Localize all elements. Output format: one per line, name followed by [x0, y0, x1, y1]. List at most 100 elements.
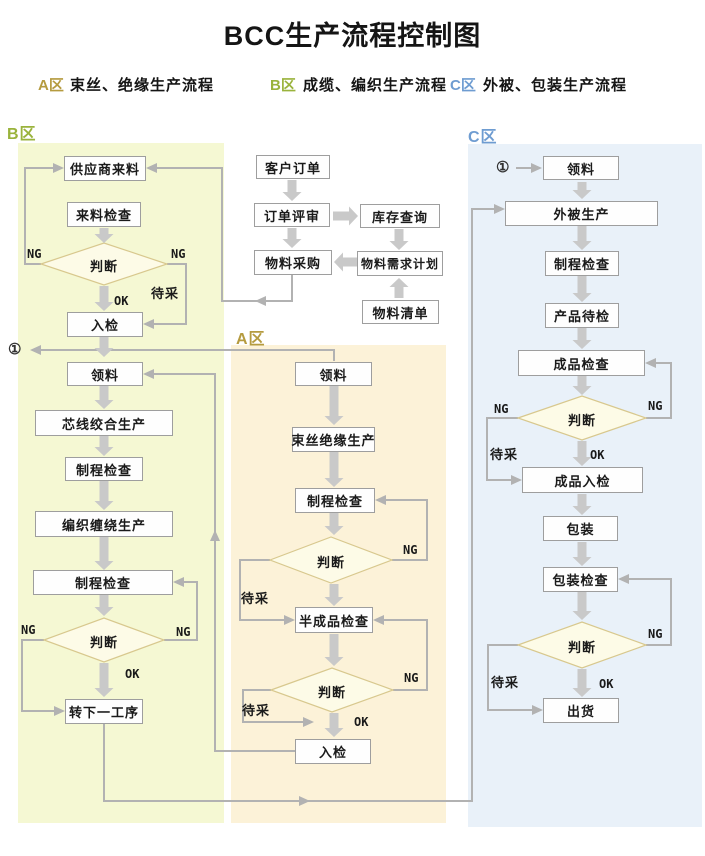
- label-ng-b1-right: NG: [171, 247, 186, 261]
- label-judge-a1: 判断: [316, 555, 345, 570]
- connector-c-judge1-ng-right: [645, 358, 672, 419]
- connector-circle1-b: ①: [8, 341, 22, 358]
- node-a-incoming-stock: 入检: [295, 739, 371, 764]
- node-c-packaging: 包装: [543, 516, 618, 541]
- flow-block-arrow: [94, 337, 114, 357]
- flow-block-arrow: [572, 374, 592, 395]
- node-b-process-check-1: 制程检查: [65, 457, 143, 481]
- node-material-purchase: 物料采购: [254, 250, 332, 275]
- legend-tag-b: B区: [270, 77, 296, 94]
- flow-block-arrow: [94, 663, 114, 697]
- flow-block-arrow: [324, 386, 344, 425]
- flow-block-arrow: [333, 206, 358, 226]
- flow-block-arrow: [94, 386, 114, 409]
- connector-purchase-to-supplier-2: [146, 163, 257, 302]
- label-ok-b2: OK: [125, 667, 140, 681]
- label-judge-c1: 判断: [567, 413, 596, 428]
- label-wait-a2: 待采: [242, 703, 271, 718]
- flow-block-arrow: [324, 452, 344, 487]
- node-b-material-pick: 领料: [67, 362, 143, 386]
- node-b-core-stranding: 芯线绞合生产: [35, 410, 173, 436]
- flow-block-arrow: [572, 542, 592, 566]
- node-a-bunching-insulation: 束丝绝缘生产: [292, 427, 375, 452]
- flow-block-arrow: [94, 536, 114, 570]
- node-c-shipment: 出货: [543, 698, 619, 723]
- node-b-incoming-check: 来料检查: [67, 202, 141, 227]
- label-judge-b1: 判断: [89, 259, 118, 274]
- label-judge-b2: 判断: [89, 635, 118, 650]
- flow-block-arrow: [389, 229, 409, 250]
- label-ng-b2-left: NG: [21, 623, 36, 637]
- node-c-packaging-check: 包装检查: [543, 567, 618, 592]
- label-wait-c2: 待采: [491, 675, 520, 690]
- connector-b-judge1-ng-left: [24, 163, 64, 265]
- label-ng-c1-left: NG: [494, 402, 509, 416]
- label-ng-a2-right: NG: [404, 671, 419, 685]
- diamond-c-judge1: [516, 395, 648, 441]
- legend-tag-c: C区: [450, 77, 476, 94]
- page-title: BCC生产流程控制图: [223, 21, 482, 51]
- node-material-list: 物料清单: [362, 300, 439, 324]
- legend-label-a: 束丝、绝缘生产流程: [70, 77, 215, 94]
- node-b-incoming-stock: 入检: [67, 312, 143, 337]
- node-a-material-pick: 领料: [295, 362, 372, 386]
- label-wait-a1: 待采: [241, 591, 270, 606]
- flow-block-arrow: [572, 226, 592, 250]
- label-judge-a2: 判断: [317, 685, 346, 700]
- node-order-review: 订单评审: [254, 203, 330, 227]
- flow-block-arrow: [282, 180, 302, 201]
- label-judge-c2: 判断: [567, 640, 596, 655]
- flow-block-arrow: [324, 713, 344, 737]
- flow-block-arrow: [94, 286, 114, 311]
- connector-a-stock-to-b-pick-1: [210, 530, 295, 752]
- connector-b-next-to-c-1: [103, 724, 310, 806]
- connector-a-judge2-ng-right: [373, 615, 428, 691]
- flow-block-arrow: [572, 669, 592, 697]
- connector-purchase-to-supplier-1: [255, 275, 293, 306]
- node-b-process-check-2: 制程检查: [33, 570, 173, 595]
- flow-block-arrow: [572, 274, 592, 302]
- connector-b-judge2-ng-left: [21, 639, 65, 716]
- connector-a-judge2-wait: [242, 689, 314, 727]
- flow-block-arrow: [324, 584, 344, 606]
- flow-block-arrow: [572, 494, 592, 515]
- flow-block-arrow: [572, 324, 592, 349]
- flow-block-arrow: [94, 480, 114, 510]
- node-customer-order: 客户订单: [256, 155, 330, 179]
- label-ng-c2-right: NG: [648, 627, 663, 641]
- label-wait-b1: 待采: [151, 286, 180, 301]
- node-c-sheath-production: 外被生产: [505, 201, 658, 226]
- flow-block-arrow: [572, 182, 592, 199]
- connector-c-judge2-ng-right: [618, 574, 672, 646]
- diamond-b-judge2: [42, 617, 166, 663]
- flow-block-arrow: [389, 278, 409, 298]
- connector-b-next-to-c-2: [308, 204, 505, 802]
- label-ok-c1: OK: [590, 448, 605, 462]
- connector-circle1-c: ①: [496, 159, 510, 176]
- node-b-supplier-incoming: 供应商来料: [64, 156, 146, 181]
- label-ok-a2: OK: [354, 715, 369, 729]
- diamond-a-judge2: [269, 667, 395, 713]
- node-a-process-check: 制程检查: [295, 488, 375, 513]
- connector-a-stock-to-b-pick-2: [143, 369, 216, 532]
- flow-block-arrow: [572, 590, 592, 620]
- flow-block-arrow: [334, 252, 357, 272]
- connector-a-judge1-ng-right: [375, 495, 428, 561]
- node-b-braiding-wrapping: 编织缠绕生产: [35, 511, 173, 537]
- label-ng-b1-left: NG: [27, 247, 42, 261]
- flow-block-arrow: [324, 634, 344, 666]
- node-c-process-check: 制程检查: [545, 251, 619, 276]
- flow-block-arrow: [324, 511, 344, 535]
- label-ok-c2: OK: [599, 677, 614, 691]
- zone-tag-a: A区: [236, 331, 266, 348]
- node-c-finished-stock: 成品入检: [522, 467, 643, 493]
- label-ng-b2-right: NG: [176, 625, 191, 639]
- connector-circle1-line-to-a-pick: [104, 349, 335, 361]
- diamond-a-judge1: [268, 536, 394, 584]
- connector-a-judge1-wait: [239, 559, 295, 625]
- label-ok-b1: OK: [114, 294, 129, 308]
- flow-block-arrow: [94, 593, 114, 616]
- zone-tag-c: C区: [468, 129, 498, 146]
